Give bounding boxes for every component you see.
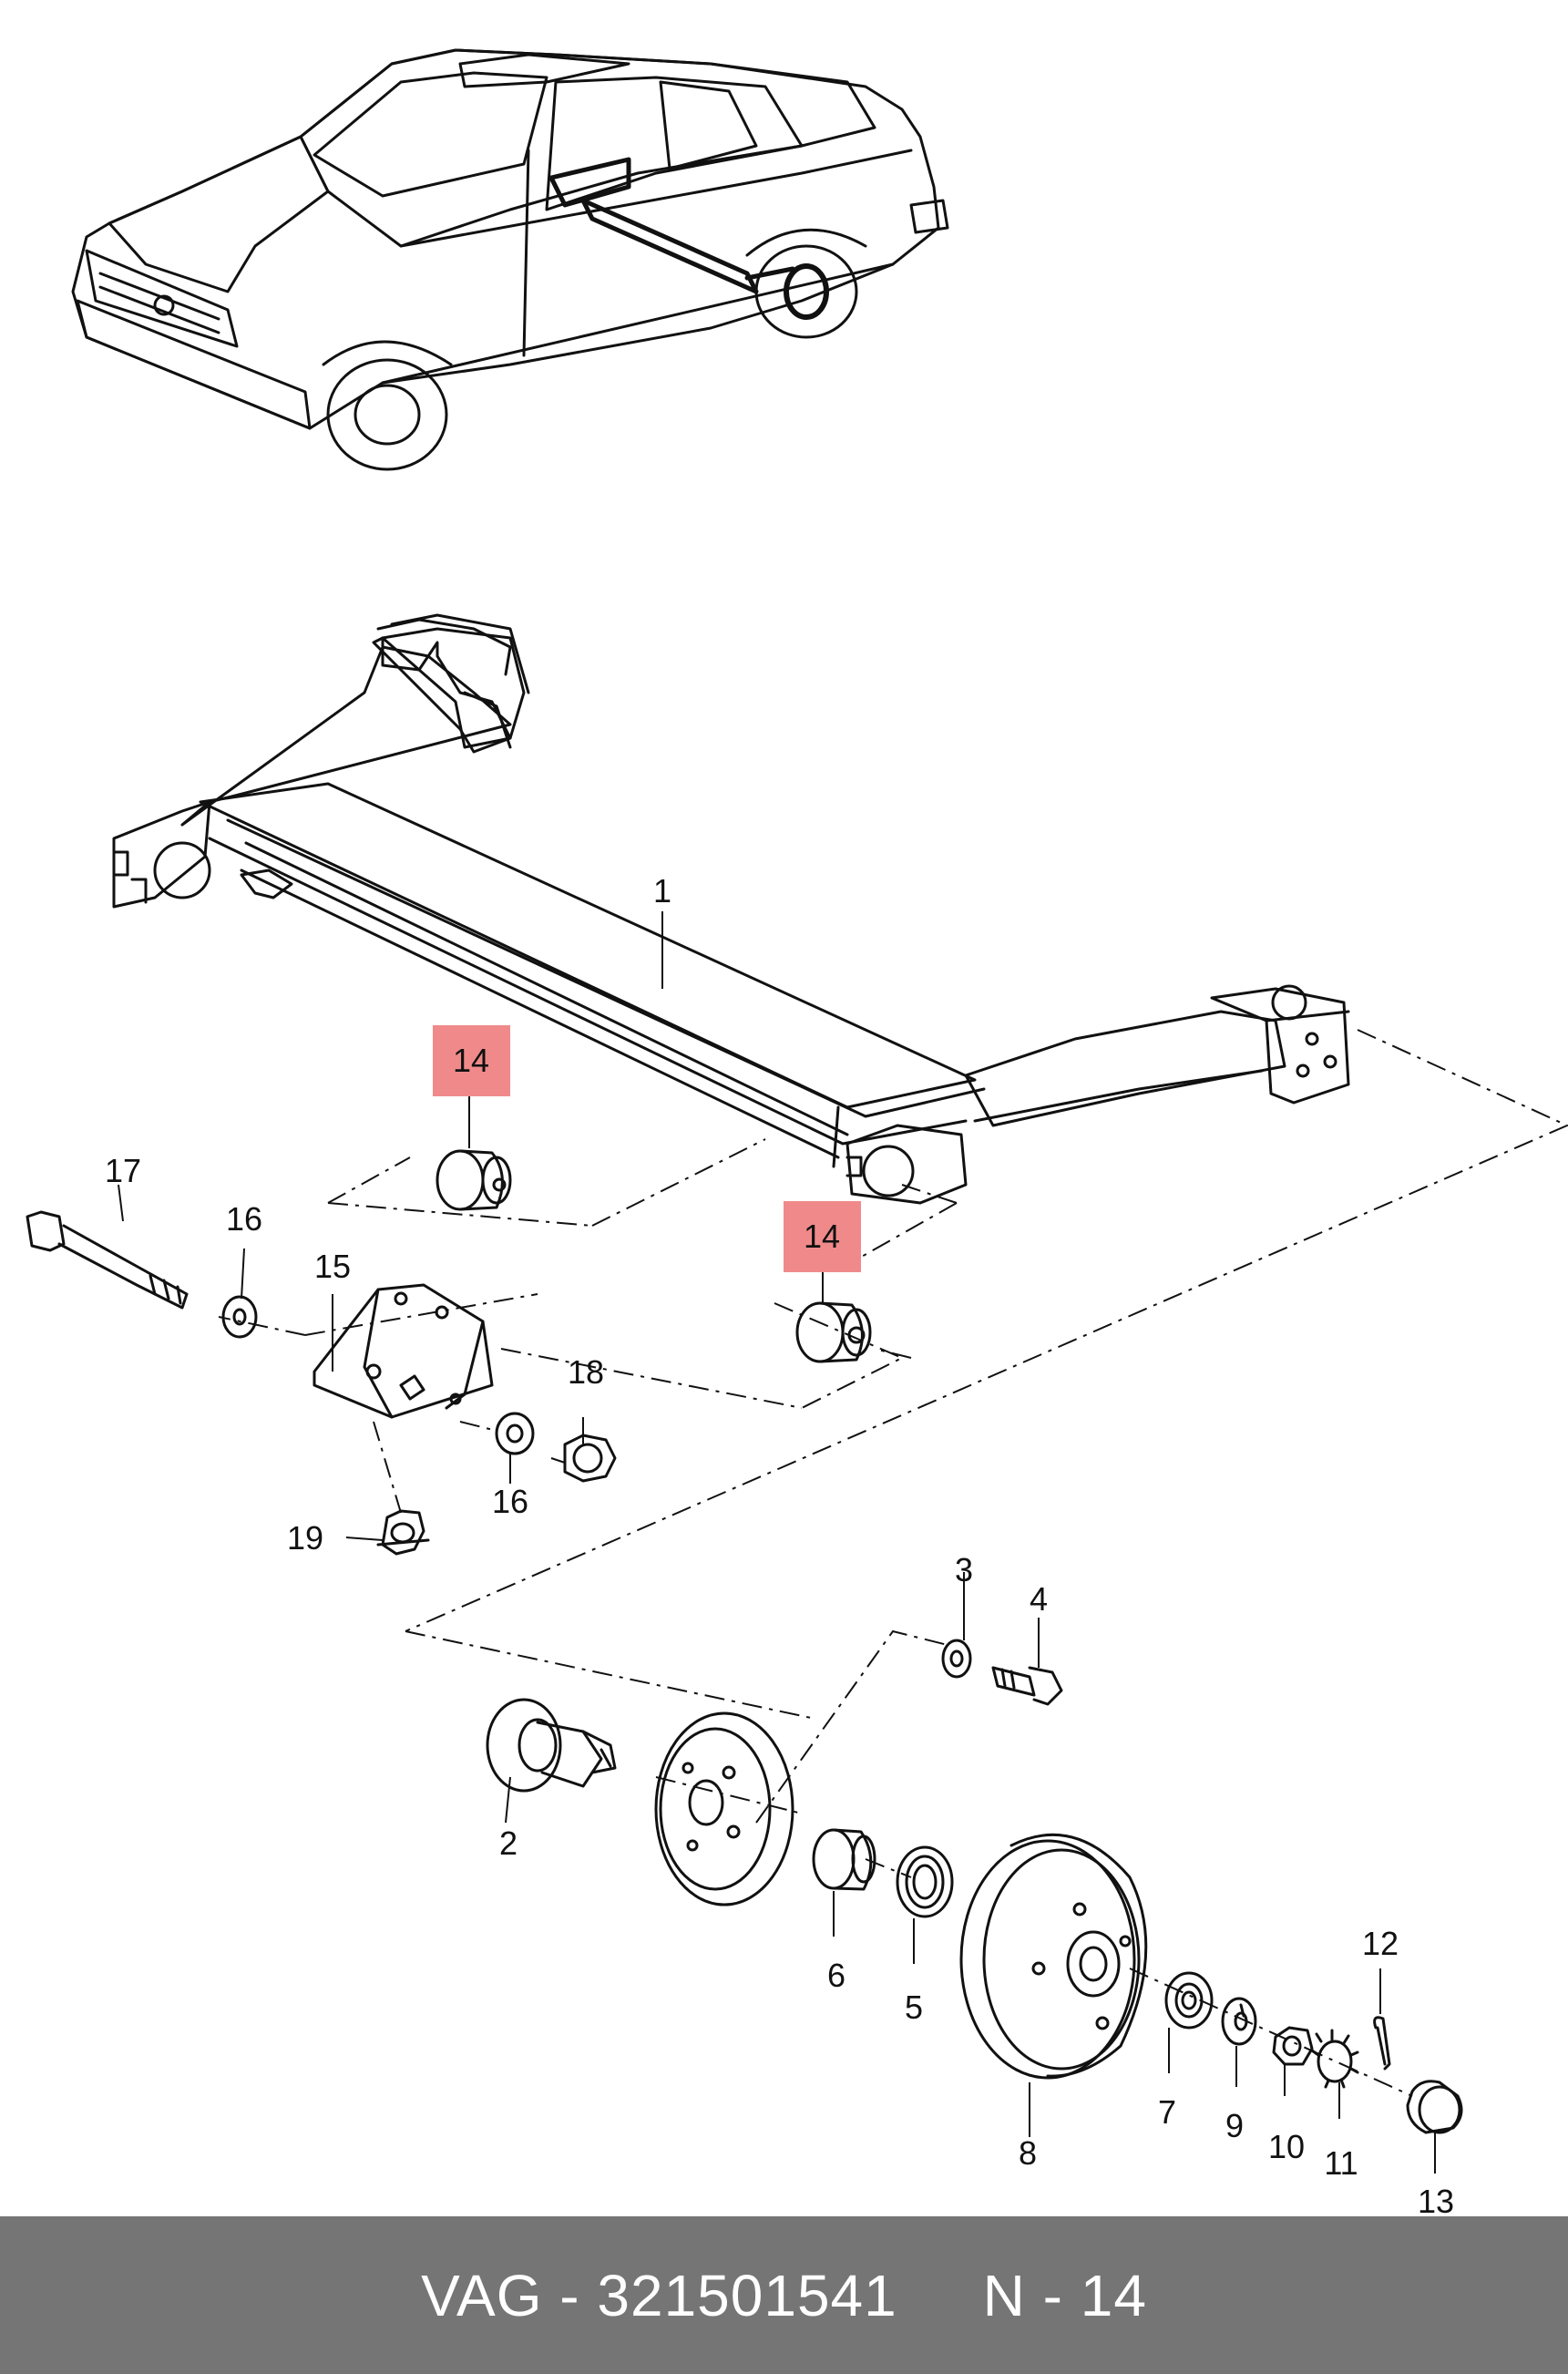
- lock-ring-11: [1310, 2029, 1359, 2089]
- reference-number: 14: [1080, 2262, 1147, 2328]
- callout-5: 5: [905, 1989, 923, 2026]
- callout-16-top: 16: [226, 1200, 262, 1238]
- leader-lines: [118, 911, 1436, 2174]
- stub-axle-2: [486, 1698, 617, 1793]
- part-number[interactable]: 321501541: [597, 2262, 897, 2328]
- nut-19: [376, 1509, 430, 1556]
- rear-axle-beam: [112, 613, 1350, 1205]
- callout-17: 17: [105, 1152, 141, 1189]
- bearing-7: [1164, 1971, 1214, 2030]
- footer-part-info: VAG - 321501541 N - 14: [421, 2262, 1147, 2329]
- bush-14-right: [795, 1301, 872, 1363]
- callout-8: 8: [1019, 2134, 1037, 2172]
- bolt-17: [26, 1210, 189, 1310]
- car-illustration: [71, 48, 949, 471]
- backing-plate: [654, 1711, 794, 1906]
- callout-11: 11: [1324, 2144, 1358, 2182]
- assembly-dashed-lines: [218, 1029, 1568, 2097]
- washer-9: [1221, 1997, 1257, 2046]
- reference-prefix: N -: [982, 2262, 1081, 2328]
- spacer: [897, 2263, 983, 2328]
- callout-13: 13: [1418, 2183, 1454, 2216]
- callout-14-top[interactable]: 14: [453, 1042, 489, 1079]
- bolt-4: [991, 1666, 1063, 1706]
- bearing-5: [896, 1845, 954, 1918]
- separator: -: [542, 2262, 598, 2328]
- footer-bar: VAG - 321501541 N - 14: [0, 2216, 1568, 2374]
- bush-14-left: [436, 1149, 512, 1211]
- washer-16-bottom: [495, 1412, 535, 1455]
- highlight-box-14-bottom: [784, 1201, 861, 1272]
- callout-15: 15: [314, 1248, 351, 1285]
- callout-labels: 1 14 14 17 16 15 18 16 19 3 4 2 6 5 12 7…: [105, 872, 1454, 2216]
- callout-7: 7: [1158, 2093, 1176, 2131]
- callout-6: 6: [827, 1957, 845, 1994]
- callout-9: 9: [1225, 2107, 1244, 2144]
- callout-2: 2: [499, 1824, 518, 1862]
- split-pin-12: [1373, 2016, 1391, 2071]
- callout-19: 19: [287, 1519, 323, 1557]
- callout-16-bottom: 16: [492, 1483, 528, 1520]
- callout-14-bottom[interactable]: 14: [804, 1218, 840, 1255]
- parts-diagram: 1 14 14 17 16 15 18 16 19 3 4 2 6 5 12 7…: [26, 48, 1568, 2216]
- highlight-box-14-top: [433, 1025, 510, 1096]
- seal-6: [812, 1828, 876, 1891]
- brake-drum-8: [959, 1833, 1148, 2080]
- callout-12: 12: [1362, 1925, 1399, 1962]
- nut-18: [563, 1434, 617, 1483]
- washer-16-top: [221, 1295, 258, 1339]
- callout-18: 18: [568, 1353, 604, 1391]
- callout-4: 4: [1030, 1580, 1048, 1618]
- nut-10: [1272, 2026, 1314, 2066]
- grease-cap-13: [1406, 2080, 1463, 2134]
- callout-10: 10: [1268, 2128, 1305, 2165]
- callout-3: 3: [955, 1551, 973, 1588]
- brand-name: VAG: [421, 2262, 543, 2328]
- bracket-15: [313, 1283, 494, 1419]
- callout-1: 1: [653, 872, 671, 910]
- washer-3: [941, 1639, 972, 1679]
